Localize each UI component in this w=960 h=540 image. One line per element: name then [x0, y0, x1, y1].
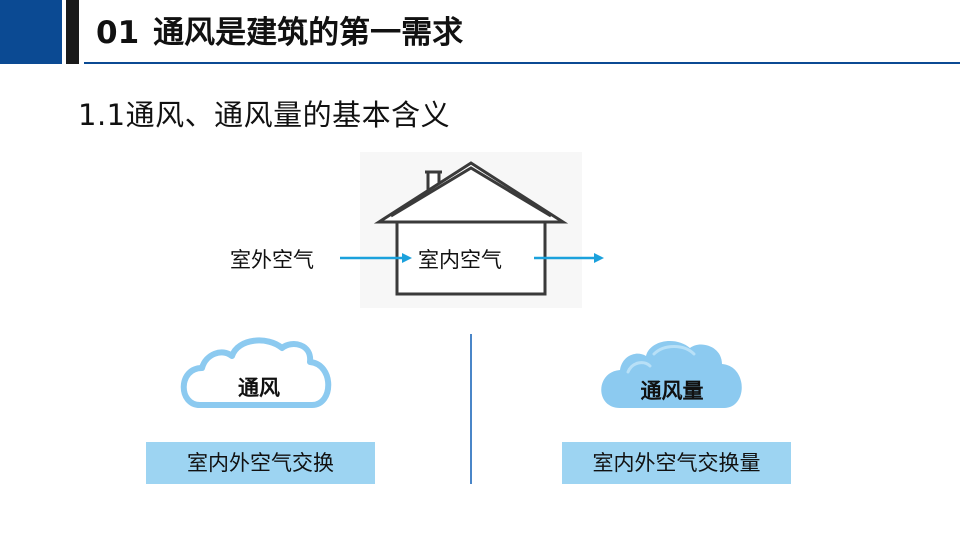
- subtitle: 1.1通风、通风量的基本含义: [78, 98, 451, 132]
- cloud-outline-icon: [180, 337, 332, 408]
- cloud-filled-icon: [601, 341, 742, 408]
- definition-ventilation-rate: 室内外空气交换量: [562, 442, 791, 484]
- indoor-air-label: 室内空气: [418, 248, 502, 272]
- section-title: 通风是建筑的第一需求: [153, 15, 464, 51]
- header-dark-bar: [66, 0, 79, 64]
- definition-ventilation: 室内外空气交换: [146, 442, 375, 484]
- house-walls: [395, 220, 547, 296]
- header-rule: [84, 62, 960, 64]
- header-accent-block: [0, 0, 62, 64]
- outflow-arrowhead: [594, 253, 604, 263]
- concept-ventilation-label: 通风: [238, 376, 280, 400]
- house-icon: [373, 161, 569, 296]
- section-number: 01: [96, 15, 140, 51]
- concept-ventilation-rate-label: 通风量: [640, 379, 704, 403]
- cloud-filled-highlight: [626, 345, 696, 374]
- inflow-arrowhead: [402, 253, 412, 263]
- outdoor-air-label: 室外空气: [230, 248, 314, 272]
- roof-inner: [390, 166, 552, 218]
- slide-title: 01 通风是建筑的第一需求: [96, 9, 463, 57]
- column-divider: [470, 334, 472, 484]
- airflow-arrows: [340, 253, 604, 263]
